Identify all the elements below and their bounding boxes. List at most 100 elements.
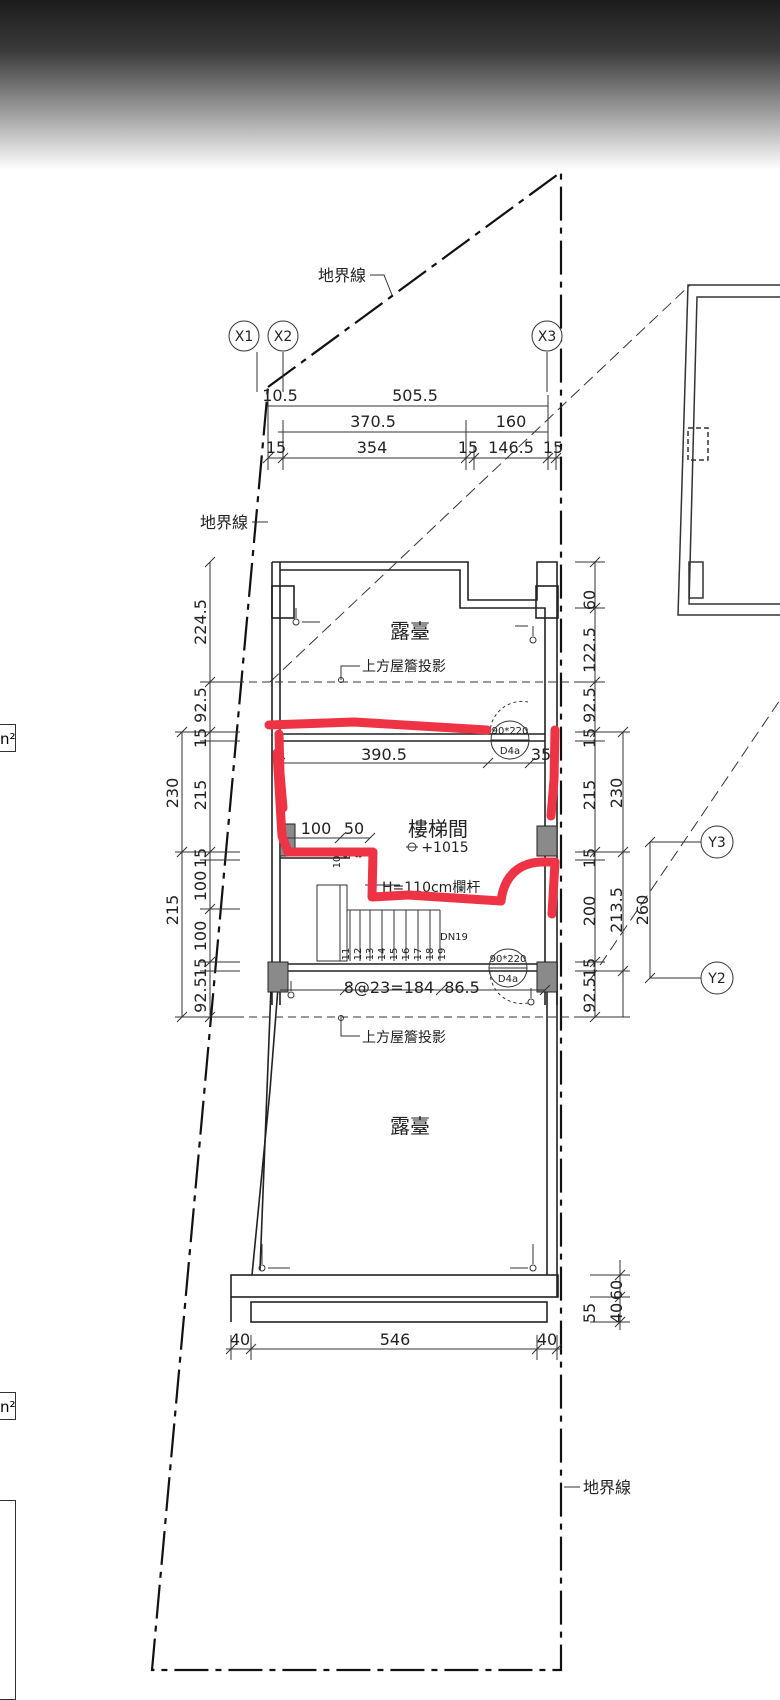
screenshot-top-shadow [0,0,780,170]
stair-number-10: 10 [332,856,343,869]
dim-15-left: 15 [266,438,286,457]
stair-number-19: 19 [437,948,448,961]
room-terrace-upper: 露臺 [390,619,430,643]
dim-354: 354 [357,438,388,457]
dim-122-5: 122.5 [580,627,599,673]
stair-annotations: H=110cm欄杆 DN19 [382,880,480,943]
dim-224-5: 224.5 [191,599,210,645]
stair-numbers: 9 8 10 11 12 13 14 15 16 17 18 19 [332,852,448,961]
bottom-dimension-texts: 40 546 40 [230,1330,557,1349]
top-dimension-texts: 10.5 505.5 370.5 160 15 354 15 146.5 15 [262,386,563,457]
right-dimension-lines [575,556,656,1330]
bottom-dimension-lines [225,1335,563,1360]
area-unit-text: n² [0,1398,16,1416]
door-code-upper: D4a [500,746,520,757]
room-labels: 露臺 樓梯間 +1015 露臺 [390,619,469,1138]
room-stairwell: 樓梯間 [408,817,468,841]
eave-projection-lines [210,681,600,1018]
dim-100-landing: 100 [301,819,332,838]
dim-15-right-c: 15 [580,958,599,978]
projection-lines [269,284,780,981]
dim-230-left: 230 [163,778,182,809]
drain-markers [258,608,537,1272]
area-unit-text: n² [0,730,16,748]
dim-35: 35 [531,745,551,764]
dim-55: 55 [580,1303,599,1323]
dim-15-right-a: 15 [580,728,599,748]
stair-number-12: 12 [353,948,364,961]
dim-100-left-b: 100 [191,921,210,952]
door-size-upper: 90*220 [492,726,529,737]
boundary-label-bottom: 地界線 [583,1478,631,1497]
dim-50-landing: 50 [344,819,364,838]
dim-390-5: 390.5 [361,745,407,764]
level-symbol [406,842,418,852]
axis-labels: X1 X2 X3 Y3 Y2 [235,329,726,987]
axis-x1-label: X1 [235,329,254,345]
dim-15-left-c: 15 [191,958,210,978]
dim-505-5: 505.5 [392,386,438,405]
eave-label-lower: 上方屋簷投影 [362,1030,446,1046]
dim-15-right: 15 [543,438,563,457]
lower-terrace-walls [230,961,559,1323]
top-dimension-lines [262,395,562,470]
stair-number-18: 18 [425,948,436,961]
stair-number-14: 14 [377,948,388,961]
stair-number-15: 15 [389,948,400,961]
dim-230-right: 230 [607,778,626,809]
dim-86-5: 86.5 [444,978,480,997]
columns [267,823,558,993]
dim-15-right-b: 15 [580,848,599,868]
stair-level: +1015 [421,840,468,856]
dim-160: 160 [496,412,527,431]
dim-215-right: 215 [580,780,599,811]
red-markup [264,717,560,919]
dim-15-left-b: 15 [191,848,210,868]
boundary-labels: 地界線 地界線 地界線 [200,266,631,1497]
dim-92-5-left-top: 92.5 [191,687,210,723]
door-code-lower: D4a [498,974,518,985]
axis-grid [228,320,734,995]
dim-215-left-a: 215 [191,780,210,811]
door-tags: 90*220 D4a 90*220 D4a [490,726,529,985]
dim-546: 546 [380,1330,411,1349]
stair-number-11: 11 [341,948,352,961]
dim-370-5: 370.5 [350,412,396,431]
interior-dimension-texts: 390.5 35 100 50 8@23=184 86.5 [301,745,551,997]
dim-213-5: 213.5 [607,887,626,933]
downstairs-label: DN19 [440,932,468,943]
dim-215-left-b: 215 [163,895,182,926]
room-terrace-lower: 露臺 [390,1114,430,1138]
eave-labels: 上方屋簷投影 上方屋簷投影 [362,659,446,1046]
left-dimension-texts: 224.5 92.5 15 230 215 15 100 215 100 15 … [163,599,210,1013]
eave-leaders [338,665,360,1037]
stair-number-17: 17 [413,948,424,961]
neighbor-building [677,284,780,616]
axis-x2-label: X2 [274,329,293,345]
dim-92-5-right-top: 92.5 [580,687,599,723]
dim-10-5: 10.5 [262,386,298,405]
dim-60-right-bottom: 60 [607,1280,626,1300]
dim-40-right: 40 [607,1303,626,1323]
dim-100-left-a: 100 [191,871,210,902]
dim-146-5: 146.5 [488,438,534,457]
boundary-label-left: 地界線 [200,513,248,532]
dim-15-left-a: 15 [191,728,210,748]
stair-number-16: 16 [401,948,412,961]
boundary-leaders [252,274,580,1488]
axis-y2-label: Y2 [707,971,725,987]
property-boundary [150,169,563,1672]
cut-off-area-label-2: n² [0,1392,16,1420]
staircase [316,884,441,962]
dim-40-bottom-left: 40 [230,1330,250,1349]
dim-260: 260 [633,895,652,926]
eave-label-upper: 上方屋簷投影 [362,659,446,675]
door-size-lower: 90*220 [490,954,527,965]
axis-x3-label: X3 [538,329,557,345]
dim-200: 200 [580,896,599,927]
dim-92-5-right-bottom: 92.5 [580,977,599,1013]
stair-number-13: 13 [365,948,376,961]
stair-formula: 8@23=184 [344,978,434,997]
dim-40-bottom-right: 40 [537,1330,557,1349]
